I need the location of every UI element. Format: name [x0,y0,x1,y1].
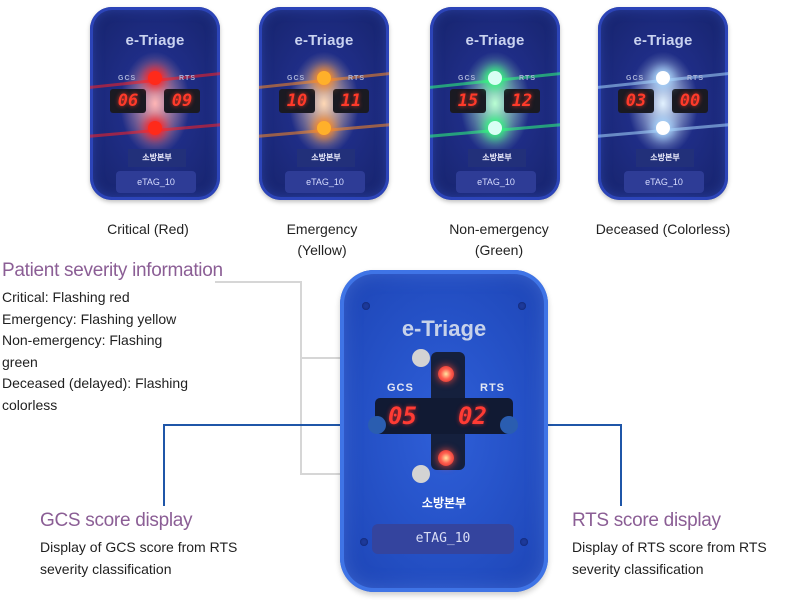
rts-connector-horizontal [512,424,622,426]
station-label: 소방본부 [636,149,694,167]
device-title: e-Triage [401,316,487,341]
severity-heading: Patient severity information [2,260,223,281]
severity-line: colorless [2,396,58,413]
etriage-device-deceased: e-Triage GCS RTS 03 00 소방본부 eTAG_10 [598,7,728,200]
led-top-icon [488,71,502,85]
gcs-score-display: 10 [279,89,315,113]
device-caption: Emergency (Yellow) [286,221,358,258]
station-label: 소방본부 [468,149,526,167]
gcs-note-heading: GCS score display [40,510,193,531]
led-bottom-icon [317,121,331,135]
device-tag: eTAG_10 [456,171,536,193]
screw [520,538,528,546]
device-caption: Deceased (Colorless) [595,221,731,237]
led-top-icon [148,71,162,85]
display-cross-horizontal [375,398,513,434]
rts-note-line: severity classification [572,560,704,577]
rts-note-description: Display of RTS score from RTS severity c… [572,537,767,580]
screw [360,538,368,546]
rts-connector-vertical [620,424,622,506]
etriage-device-emergency: e-Triage GCS RTS 10 11 소방본부 eTAG_10 [259,7,389,200]
rts-note-heading: RTS score display [572,510,721,531]
severity-line: Deceased (delayed): Flashing [2,375,188,391]
severity-line: Critical: Flashing red [2,289,130,305]
gcs-score-display: 05 [388,402,417,430]
rts-score-display: 11 [333,89,369,113]
severity-line: green [2,353,38,370]
rts-label: RTS [480,382,505,394]
gcs-label: GCS [287,75,306,82]
gcs-score-display: 03 [618,89,654,113]
device-caption: Non-emergency (Green) [449,221,549,258]
screw [362,302,370,310]
etriage-device-non-emergency: e-Triage GCS RTS 15 12 소방본부 eTAG_10 [430,7,560,200]
rts-pointer-dot [500,416,518,434]
led-top-icon [438,366,454,382]
device-title: e-Triage [294,32,354,49]
led-top-icon [317,71,331,85]
device-tag: eTAG_10 [116,171,196,193]
rts-note-line: Display of RTS score from RTS [572,539,767,555]
severity-connector-vertical [300,281,302,475]
device-tag: eTAG_10 [285,171,365,193]
gcs-pointer-dot [368,416,386,434]
device-title: e-Triage [465,32,525,49]
etriage-device-critical: e-Triage GCS RTS 06 09 소방본부 eTAG_10 [90,7,220,200]
rts-label: RTS [687,75,704,82]
gcs-score-display: 06 [110,89,146,113]
gcs-label: GCS [118,75,137,82]
station-label: 소방본부 [297,149,355,167]
severity-description: Critical: Flashing red Emergency: Flashi… [2,287,188,416]
severity-connector-top [215,281,302,283]
rts-label: RTS [179,75,196,82]
gcs-label: GCS [626,75,645,82]
gcs-score-display: 15 [450,89,486,113]
gcs-note-line: severity classification [40,560,172,577]
severity-line: Non-emergency: Flashing [2,332,163,348]
rts-score-display: 00 [672,89,708,113]
severity-pointer-dot-bottom [412,465,430,483]
device-tag: eTAG_10 [624,171,704,193]
gcs-label: GCS [458,75,477,82]
rts-score-display: 09 [164,89,200,113]
screw [518,302,526,310]
severity-line: Emergency: Flashing yellow [2,310,177,327]
main-etriage-device: e-Triage GCS RTS 05 02 소방본부 eTAG_10 [340,270,548,592]
rts-label: RTS [519,75,536,82]
severity-pointer-dot-top [412,349,430,367]
rts-label: RTS [348,75,365,82]
rts-score-display: 12 [504,89,540,113]
gcs-note-description: Display of GCS score from RTS severity c… [40,537,237,580]
device-title: e-Triage [125,32,185,49]
rts-score-display: 02 [458,402,487,430]
device-caption: Critical (Red) [107,221,189,237]
led-bottom-icon [148,121,162,135]
device-tag: eTAG_10 [372,524,514,554]
gcs-connector-vertical [163,424,165,506]
gcs-note-line: Display of GCS score from RTS [40,539,238,555]
gcs-label: GCS [387,382,414,394]
device-title: e-Triage [633,32,693,49]
led-top-icon [656,71,670,85]
station-label: 소방본부 [421,496,467,510]
station-label: 소방본부 [128,149,186,167]
led-bottom-icon [488,121,502,135]
led-bottom-icon [656,121,670,135]
gcs-connector-horizontal [163,424,373,426]
led-bottom-icon [438,450,454,466]
